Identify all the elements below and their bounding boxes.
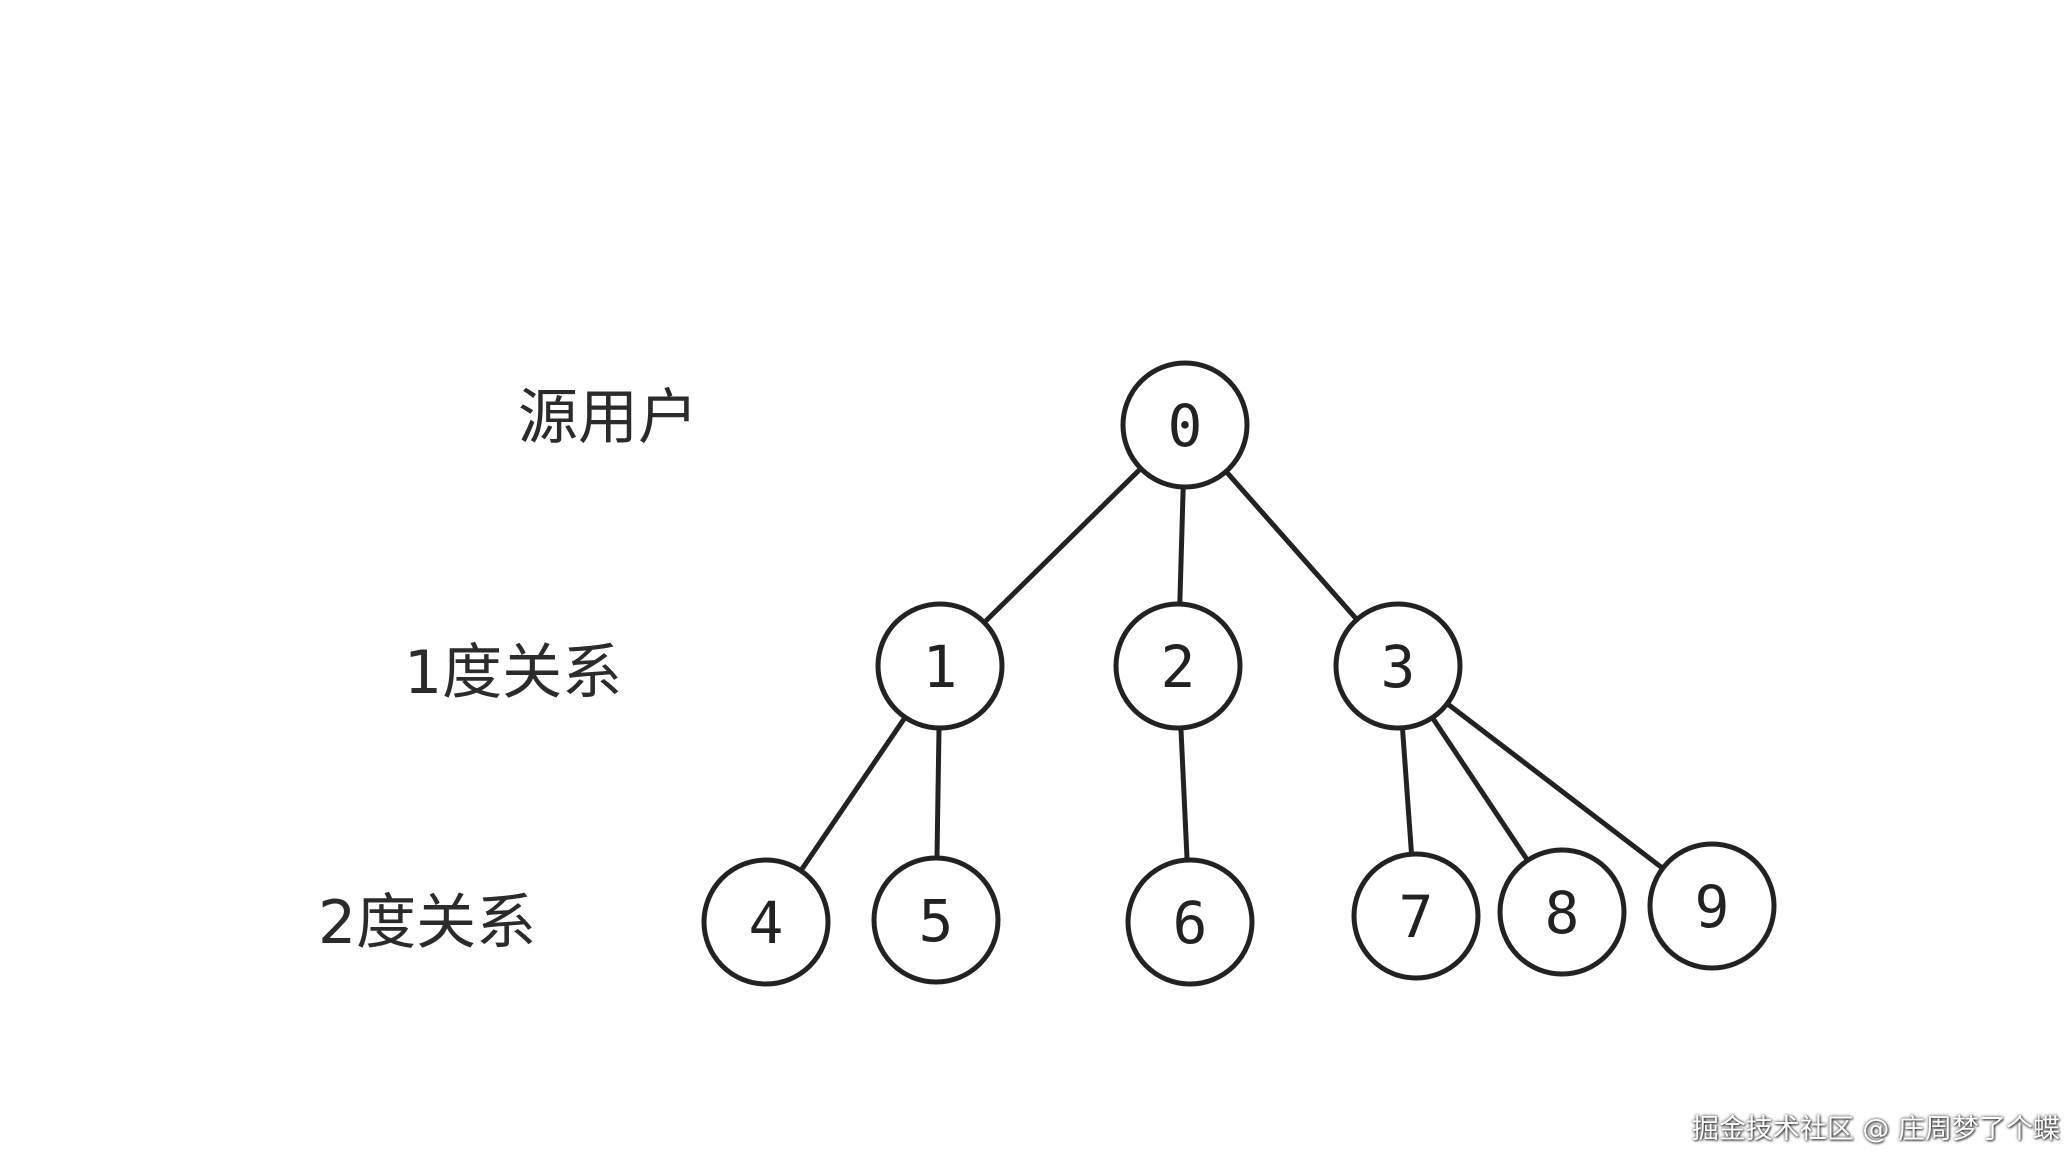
node-circle-0 bbox=[1120, 360, 1250, 490]
level-label-source: 源用户 bbox=[518, 383, 698, 453]
node-label-3: 3 bbox=[1381, 633, 1416, 701]
edge-3-9 bbox=[1439, 697, 1671, 875]
node-label-9: 9 bbox=[1695, 873, 1730, 941]
node-label-5: 5 bbox=[919, 887, 954, 955]
node-circle-8 bbox=[1497, 847, 1627, 977]
node-label-8: 8 bbox=[1545, 879, 1580, 947]
node-8: 8 bbox=[1497, 847, 1627, 977]
edge-2-6 bbox=[1178, 719, 1190, 869]
node-3: 3 bbox=[1333, 601, 1463, 731]
level-labels: 源用户 1度关系 2度关系 bbox=[318, 383, 698, 958]
edge-1-4 bbox=[794, 709, 912, 879]
edge-0-1 bbox=[977, 461, 1148, 630]
node-9: 9 bbox=[1647, 841, 1777, 971]
node-2: 2 bbox=[1113, 601, 1243, 731]
node-circle-3 bbox=[1333, 601, 1463, 731]
node-6: 6 bbox=[1125, 857, 1255, 987]
node-label-0: 0 bbox=[1168, 392, 1203, 460]
node-circle-9 bbox=[1647, 841, 1777, 971]
node-label-7: 7 bbox=[1399, 883, 1434, 951]
watermark: 掘金技术社区 @ 庄周梦了个蝶 bbox=[1691, 1114, 2060, 1145]
node-1: 1 bbox=[875, 601, 1005, 731]
node-label-2: 2 bbox=[1161, 633, 1196, 701]
edge-1-5 bbox=[934, 719, 942, 867]
node-4: 4 bbox=[701, 857, 831, 987]
node-label-6: 6 bbox=[1173, 889, 1208, 957]
node-circle-6 bbox=[1125, 857, 1255, 987]
edge-3-8 bbox=[1426, 710, 1534, 868]
node-circle-2 bbox=[1113, 601, 1243, 731]
tree-nodes: 0 1 2 3 4 5 6 7 8 9 bbox=[701, 360, 1777, 987]
tree-edges bbox=[794, 461, 1671, 879]
edge-0-2 bbox=[1177, 478, 1186, 613]
node-7: 7 bbox=[1351, 851, 1481, 981]
node-circle-5 bbox=[871, 855, 1001, 985]
node-circle-1 bbox=[875, 601, 1005, 731]
edge-0-3 bbox=[1219, 464, 1364, 627]
node-circle-4 bbox=[701, 857, 831, 987]
node-circle-7 bbox=[1351, 851, 1481, 981]
level-label-degree1: 1度关系 bbox=[404, 638, 622, 708]
node-0: 0 bbox=[1120, 360, 1250, 490]
node-5: 5 bbox=[871, 855, 1001, 985]
node-label-4: 4 bbox=[749, 889, 784, 957]
level-label-degree2: 2度关系 bbox=[318, 888, 536, 958]
node-label-1: 1 bbox=[923, 633, 958, 701]
edge-3-7 bbox=[1399, 719, 1415, 863]
